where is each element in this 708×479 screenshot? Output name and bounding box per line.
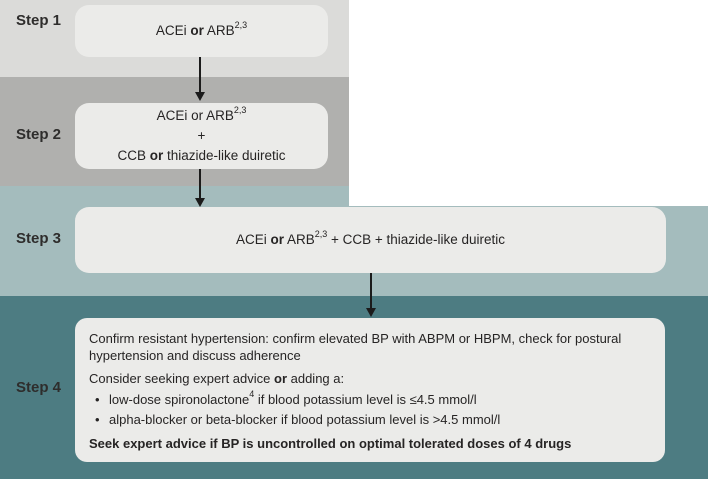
step4-box: Confirm resistant hypertension: confirm … [75,318,665,462]
consider-expert-advice-text: Consider seeking expert advice or adding… [89,371,345,386]
bullet-item-spironolactone: • low-dose spironolactone4 if blood pota… [89,388,651,408]
arrow-head-icon [366,308,376,317]
step2-box: ACEi or ARB2,3 + CCB or thiazide-like du… [75,103,328,169]
footnote-ref: 2,3 [234,19,248,30]
step1-label: Step 1 [16,12,62,29]
step1-box-text: ACEi or ARB2,3 [155,19,248,38]
arrow-step2-to-step3 [195,169,205,207]
footnote-ref: 4 [249,388,255,399]
bullet-text: alpha-blocker or beta-blocker if blood p… [109,412,501,427]
bullet-item-alpha-beta-blocker: • alpha-blocker or beta-blocker if blood… [89,411,651,428]
arrow-step1-to-step2 [195,57,205,101]
step3-box: ACEi or ARB2,3 + CCB + thiazide-like dui… [75,207,666,273]
bullet-icon: • [95,392,100,407]
step4-label: Step 4 [16,379,62,396]
step2-box-line1: ACEi or ARB2,3 [156,104,247,123]
arrow-step3-to-step4 [366,273,376,317]
step1-box: ACEi or ARB2,3 [75,5,328,57]
arrow-shaft [199,169,201,199]
footnote-ref: 2,3 [233,104,247,115]
arrow-shaft [199,57,201,93]
step3-label: Step 3 [16,230,62,247]
step2-box-line3: CCB or thiazide-like duiretic [117,148,286,163]
bullet-icon: • [95,412,100,427]
seek-expert-advice-text: Seek expert advice if BP is uncontrolled… [89,436,572,451]
bullet-text: low-dose spironolactone4 if blood potass… [109,388,477,407]
confirm-resistant-hypertension-text: Confirm resistant hypertension: confirm … [89,331,622,363]
arrow-head-icon [195,198,205,207]
step2-label: Step 2 [16,126,62,143]
arrow-shaft [370,273,372,309]
step2-box-line2: + [197,128,206,143]
arrow-head-icon [195,92,205,101]
step3-box-text: ACEi or ARB2,3 + CCB + thiazide-like dui… [235,228,506,247]
footnote-ref: 2,3 [314,228,328,239]
